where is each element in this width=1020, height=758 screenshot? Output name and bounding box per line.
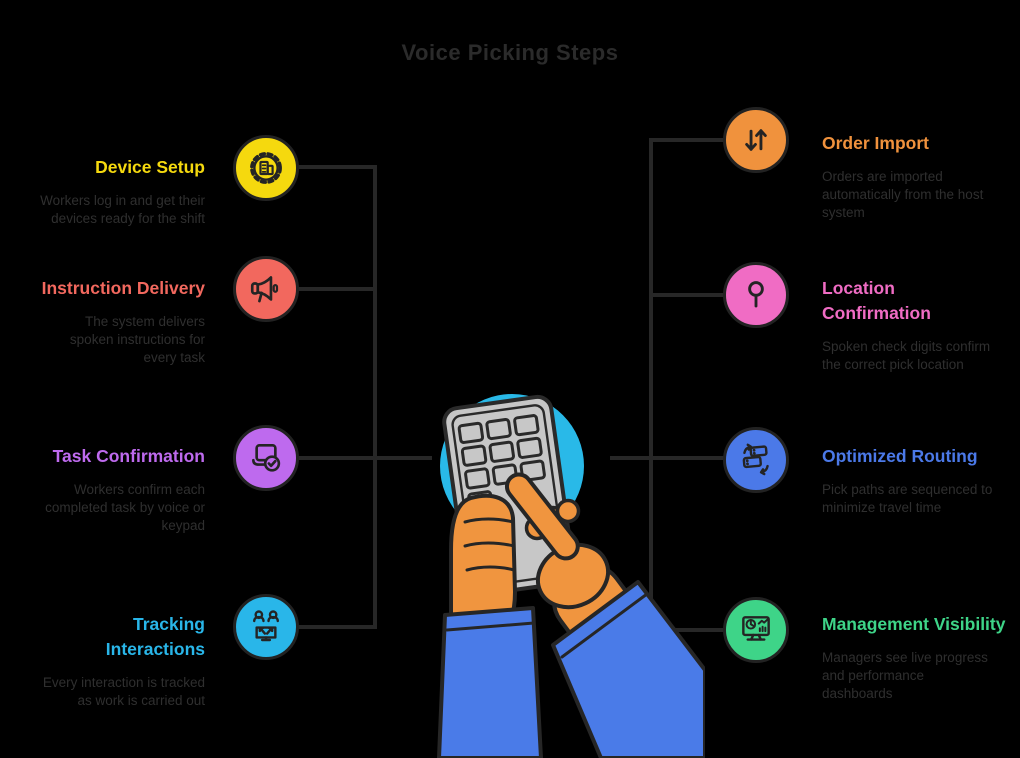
step-description: Every interaction is tracked as work is … — [42, 674, 205, 708]
connector-left-stub-2 — [296, 287, 377, 291]
tracking-interactions-icon-circle — [233, 594, 299, 660]
connector-left-branch — [296, 456, 432, 460]
step-label: Order Import — [822, 133, 929, 153]
connector-right-branch — [610, 456, 726, 460]
right-sleeve — [551, 580, 705, 758]
step-device-setup: Device Setup Workers log in and get thei… — [30, 155, 205, 228]
connector-right-stub-1 — [651, 138, 726, 142]
pin-icon — [748, 281, 764, 308]
management-visibility-icon-circle — [723, 597, 789, 663]
hands-keypad-illustration — [437, 394, 705, 758]
step-location-confirmation: Location Confirmation Spoken check digit… — [822, 276, 1007, 374]
step-instruction-delivery: Instruction Delivery The system delivers… — [30, 276, 205, 367]
task-confirmation-icon-circle — [233, 425, 299, 491]
step-label: Management Visibility — [822, 614, 1006, 634]
left-sleeve — [437, 606, 543, 758]
connector-left-stub-1 — [296, 165, 377, 169]
step-optimized-routing: Optimized Routing Pick paths are sequenc… — [822, 444, 1007, 517]
step-label: Location Confirmation — [822, 278, 931, 323]
step-description: Pick paths are sequenced to minimize tra… — [822, 481, 993, 515]
step-label: Tracking Interactions — [105, 614, 205, 659]
instruction-delivery-icon-circle — [233, 256, 299, 322]
dashboard-monitor-icon — [742, 616, 770, 641]
connector-right-stub-4 — [651, 628, 726, 632]
right-arm — [504, 472, 705, 758]
page-title: Voice Picking Steps — [401, 40, 619, 65]
location-confirmation-icon-circle — [723, 262, 789, 328]
device-setup-icon-circle — [233, 135, 299, 201]
step-description: The system delivers spoken instructions … — [69, 313, 205, 365]
step-description: Orders are imported automatically from t… — [822, 168, 984, 220]
step-description: Managers see live progress and performan… — [822, 649, 988, 701]
step-label: Task Confirmation — [52, 446, 205, 466]
optimized-routing-icon-circle — [723, 427, 789, 493]
step-management-visibility: Management Visibility Managers see live … — [822, 612, 1007, 703]
step-description: Workers confirm each completed task by v… — [45, 481, 205, 533]
laptop-check-icon — [252, 444, 281, 472]
step-description: Workers log in and get their devices rea… — [40, 192, 205, 226]
gear-icon — [250, 152, 282, 184]
connector-left-spine — [373, 165, 377, 629]
megaphone-icon — [250, 276, 279, 303]
step-label: Instruction Delivery — [41, 278, 205, 298]
step-description: Spoken check digits confirm the correct … — [822, 338, 991, 372]
people-share-icon — [253, 610, 279, 642]
connector-left-stub-4 — [296, 625, 377, 629]
left-hand — [449, 493, 517, 634]
step-label: Optimized Routing — [822, 446, 978, 466]
arrows-updown-icon — [745, 129, 767, 151]
step-order-import: Order Import Orders are imported automat… — [822, 131, 1007, 222]
step-label: Device Setup — [95, 157, 205, 177]
step-tracking-interactions: Tracking Interactions Every interaction … — [30, 612, 205, 710]
step-task-confirmation: Task Confirmation Workers confirm each c… — [30, 444, 205, 535]
order-import-icon-circle — [723, 107, 789, 173]
connector-right-spine — [649, 138, 653, 632]
connector-right-stub-2 — [651, 293, 726, 297]
sync-exchange-icon — [742, 443, 769, 476]
